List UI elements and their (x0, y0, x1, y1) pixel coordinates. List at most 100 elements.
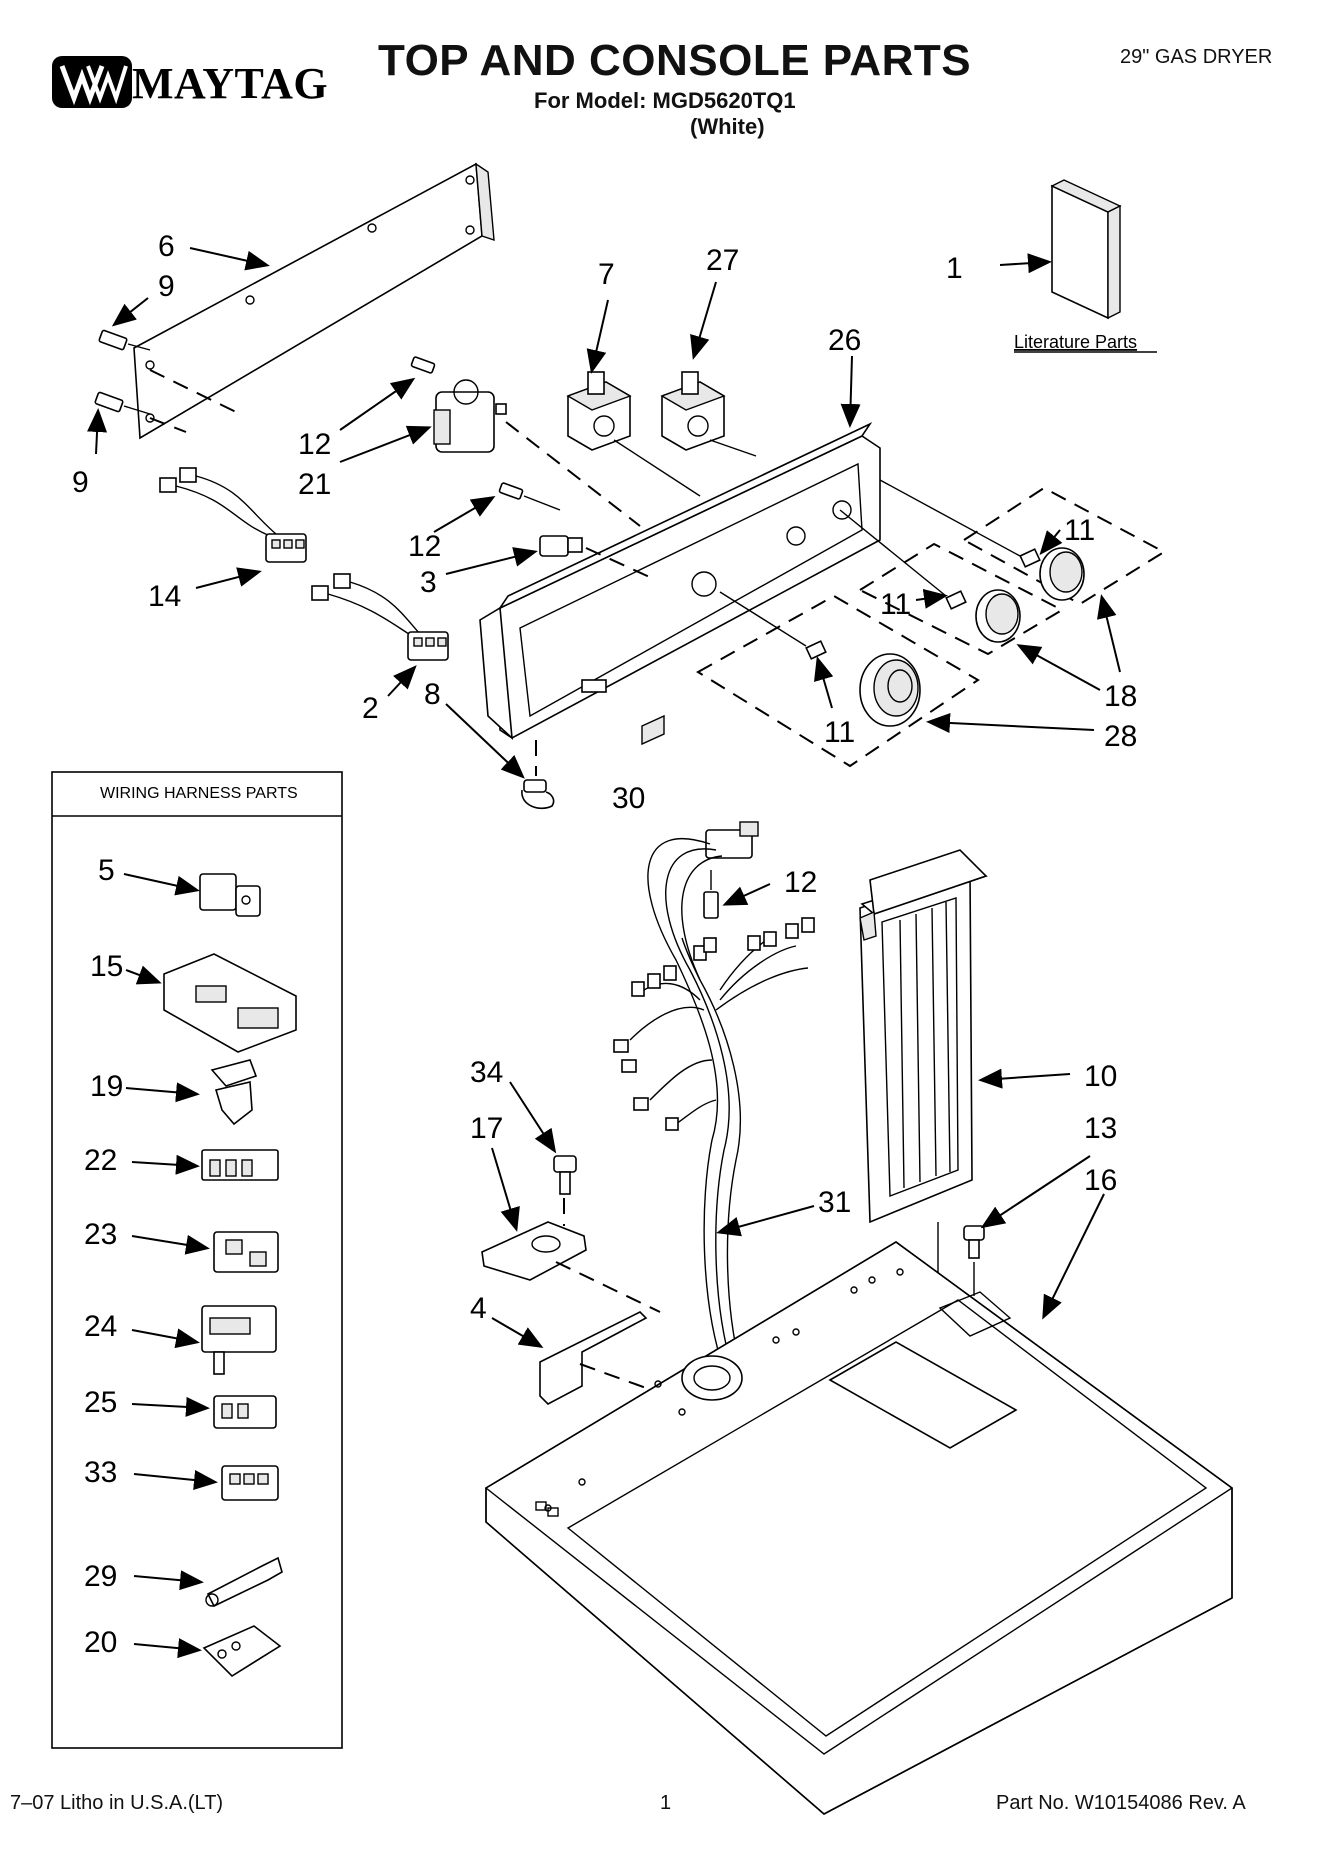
leader-8 (445, 703, 525, 779)
callout-13: 13 (1084, 1112, 1117, 1145)
maytag-logo (52, 56, 132, 108)
harness-14 (159, 467, 307, 563)
clip-11-a (1019, 548, 1041, 568)
clip-8 (521, 779, 555, 810)
leader-4 (491, 1317, 544, 1349)
leader-10 (978, 1068, 1071, 1089)
callout-29: 29 (84, 1560, 117, 1593)
callout-3: 3 (420, 566, 437, 599)
dash-21 (505, 421, 641, 527)
harness-2 (311, 573, 449, 661)
callout-17: 17 (470, 1112, 503, 1145)
callout-12c: 12 (784, 866, 817, 899)
color-line: (White) (690, 114, 765, 139)
leader-5 (123, 873, 200, 896)
leader-13 (980, 1155, 1091, 1229)
leader-22 (131, 1154, 200, 1175)
callout-31: 31 (818, 1186, 851, 1219)
screw-12-harness (703, 870, 719, 919)
connector-5 (199, 873, 261, 917)
model-line: For Model: MGD5620TQ1 (534, 88, 796, 113)
callout-6: 6 (158, 230, 175, 263)
leader-1 (999, 253, 1052, 274)
product-type: 29" GAS DRYER (1120, 46, 1273, 68)
knob-28 (859, 653, 921, 727)
screw-9-upper (98, 329, 151, 351)
callout-25: 25 (84, 1386, 117, 1419)
callout-12b: 12 (408, 530, 441, 563)
screw-34 (553, 1155, 577, 1195)
link-27 (709, 439, 757, 457)
dash-3 (585, 547, 657, 581)
link-knob-18-mid (839, 509, 947, 597)
screw-9-lower (94, 391, 151, 415)
clip-11-c (805, 640, 827, 660)
dash-17 (555, 1261, 661, 1313)
clip-11-b (945, 590, 967, 610)
connector-23 (213, 1231, 279, 1273)
connector-19 (210, 1059, 258, 1126)
callout-5: 5 (98, 854, 115, 887)
callout-9a: 9 (158, 270, 175, 303)
knob-18-mid (975, 589, 1021, 643)
bracket-4 (539, 1311, 648, 1405)
callout-34: 34 (470, 1056, 503, 1089)
dash-9a (149, 369, 237, 413)
bracket-17 (481, 1221, 587, 1281)
connector-20 (202, 1625, 282, 1678)
callout-20: 20 (84, 1626, 117, 1659)
knob-18-right (1039, 547, 1085, 601)
leader-14 (195, 567, 262, 589)
leader-24 (131, 1328, 200, 1349)
screw-12-mid (498, 482, 561, 511)
connector-25 (213, 1395, 277, 1429)
dash-9b (149, 417, 187, 433)
leader-6 (189, 247, 270, 271)
leader-17 (491, 1147, 520, 1232)
switch-7 (566, 371, 632, 451)
callout-22: 22 (84, 1144, 117, 1177)
callout-16: 16 (1084, 1164, 1117, 1197)
leader-21 (339, 425, 432, 463)
link-knob-28 (719, 591, 807, 647)
screw-12-timer (410, 356, 436, 374)
callout-12a: 12 (298, 428, 331, 461)
callout-11c: 11 (824, 716, 855, 749)
leader-2 (387, 665, 417, 697)
callout-26: 26 (828, 324, 861, 357)
link-7 (613, 439, 701, 497)
callout-21: 21 (298, 468, 331, 501)
leader-3 (445, 547, 538, 575)
leader-18-bracket (1097, 594, 1121, 673)
dash-bracket-18b (857, 542, 1065, 656)
lint-screen-10 (859, 849, 988, 1224)
callout-33: 33 (84, 1456, 117, 1489)
leader-7 (586, 299, 609, 374)
switch-27 (660, 371, 726, 451)
callout-11a: 11 (1064, 514, 1095, 547)
callout-9b: 9 (72, 466, 89, 499)
leader-23 (131, 1234, 210, 1255)
timer-21 (433, 379, 507, 453)
leader-26 (840, 355, 861, 428)
leader-25 (131, 1396, 210, 1417)
leader-28 (926, 712, 1095, 733)
dash-4 (579, 1363, 647, 1389)
leader-18-knob (1016, 644, 1101, 691)
leader-9a (111, 297, 149, 327)
connector-22 (201, 1149, 279, 1181)
page-number: 1 (660, 1792, 672, 1814)
connector-33 (221, 1465, 279, 1501)
callout-23: 23 (84, 1218, 117, 1251)
callout-15: 15 (90, 950, 123, 983)
callout-10: 10 (1084, 1060, 1117, 1093)
callout-27: 27 (706, 244, 739, 277)
literature-label: Literature Parts (1014, 332, 1137, 352)
harness-box-title: WIRING HARNESS PARTS (100, 785, 298, 802)
leader-33 (133, 1470, 218, 1490)
leader-20 (133, 1638, 202, 1659)
dash-bracket-28 (696, 594, 980, 768)
connector-24 (201, 1305, 277, 1375)
page-title: TOP AND CONSOLE PARTS (378, 36, 972, 85)
connector-15 (163, 953, 297, 1053)
